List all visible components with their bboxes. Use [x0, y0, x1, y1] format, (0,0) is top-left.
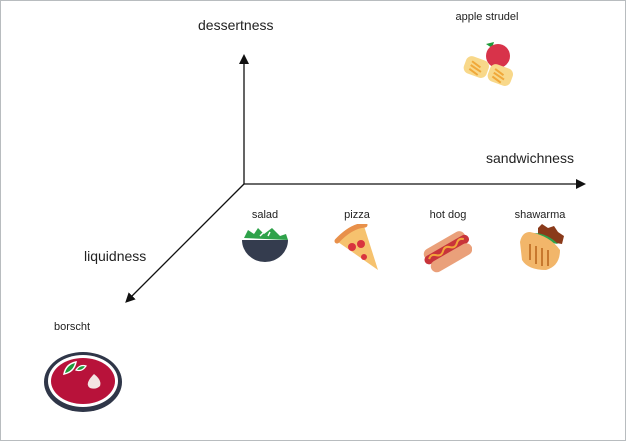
borscht-bowl-icon [44, 352, 122, 412]
hot-dog-icon [423, 231, 472, 273]
pizza-label: pizza [344, 209, 370, 221]
shawarma-icon [520, 224, 564, 270]
borscht-label: borscht [53, 321, 91, 333]
liquidness-axis [125, 183, 245, 303]
apple-strudel-label: apple strudel [455, 11, 519, 23]
apple-strudel-icon [463, 42, 514, 86]
salad-label: salad [251, 209, 279, 221]
pizza-slice-icon [334, 224, 378, 270]
salad-bowl-icon [242, 228, 288, 262]
sandwichness-axis-label: sandwichness [486, 150, 574, 166]
shawarma-label: shawarma [514, 209, 566, 221]
dessertness-axis-label: dessertness [198, 17, 274, 33]
hot-dog-label: hot dog [429, 209, 467, 221]
liquidness-axis-label: liquidness [84, 248, 147, 264]
